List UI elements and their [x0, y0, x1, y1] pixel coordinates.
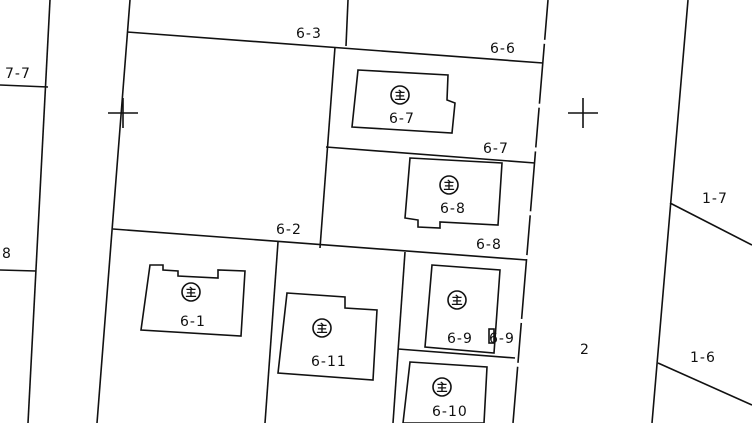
parcel-label: 6-8: [476, 237, 502, 253]
building-label: 6-1: [180, 314, 206, 330]
building-label: 6-7: [389, 111, 415, 127]
map-mark: 主: [432, 377, 452, 397]
building-label: 6-11: [311, 354, 347, 370]
map-mark: [488, 328, 495, 344]
map-mark: 主: [181, 282, 201, 302]
main-building-icon: [432, 377, 452, 397]
parcel-label: 1-7: [702, 191, 728, 207]
map-mark: [325, 146, 536, 164]
map-mark: [392, 251, 406, 423]
map-mark: [397, 348, 516, 359]
map-label: 主: [452, 293, 463, 307]
map-label: 主: [186, 285, 197, 299]
parcel-labels: 7-7 8 6-3 6-6 6-7 6-2 6-8 6-9 2 1-7 1-6: [2, 26, 728, 366]
map-mark: 主: [390, 85, 410, 105]
map-label: 主: [317, 321, 328, 335]
map-mark: [0, 269, 37, 272]
building-label: 6-10: [432, 404, 468, 420]
map-mark: 主: [447, 290, 467, 310]
parcel-label: 7-7: [5, 66, 31, 82]
map-mark: [112, 228, 528, 261]
building-6-8: [404, 157, 503, 229]
map-mark: [345, 0, 349, 47]
parcel-label: 1-6: [690, 350, 716, 366]
building-6-1: [140, 264, 246, 337]
parcel-label: 6-2: [276, 222, 302, 238]
building-6-11: [277, 292, 378, 381]
map-label: 主: [395, 88, 406, 102]
main-building-icon: [312, 318, 332, 338]
map-mark: [651, 0, 689, 423]
building-label: 6-9: [447, 331, 473, 347]
building-6-10: [402, 361, 488, 423]
building-6-7: [351, 69, 456, 134]
parcel-label: 6-7: [483, 141, 509, 157]
map-mark: 主: [439, 175, 459, 195]
main-building-icon: [447, 290, 467, 310]
map-mark: [96, 0, 131, 423]
parcel-label: 6-9: [489, 331, 515, 347]
building-labels: 6-7 6-8 6-1 6-11 6-9 6-10: [180, 111, 473, 420]
parcel-label: 6-3: [296, 26, 322, 42]
map-mark: [264, 241, 279, 423]
map-mark: [0, 84, 49, 88]
buildings: [140, 69, 503, 423]
parcel-label: 8: [2, 246, 12, 262]
map-label: 主: [437, 380, 448, 394]
map-mark: [657, 362, 752, 406]
parcel-label: 2: [580, 342, 590, 358]
map-mark: 主: [312, 318, 332, 338]
building-6-9: [424, 264, 501, 354]
map-mark: [512, 0, 549, 423]
main-building-icon: [390, 85, 410, 105]
survey-crosshairs: [108, 98, 598, 128]
map-mark: [669, 202, 752, 246]
map-mark: [27, 0, 51, 423]
main-building-icon: [439, 175, 459, 195]
building-symbols: 主 主 主 主 主 主: [181, 85, 467, 397]
parcel-label: 6-6: [490, 41, 516, 57]
building-label: 6-8: [440, 201, 466, 217]
main-building-icon: [181, 282, 201, 302]
map-label: 主: [444, 178, 455, 192]
